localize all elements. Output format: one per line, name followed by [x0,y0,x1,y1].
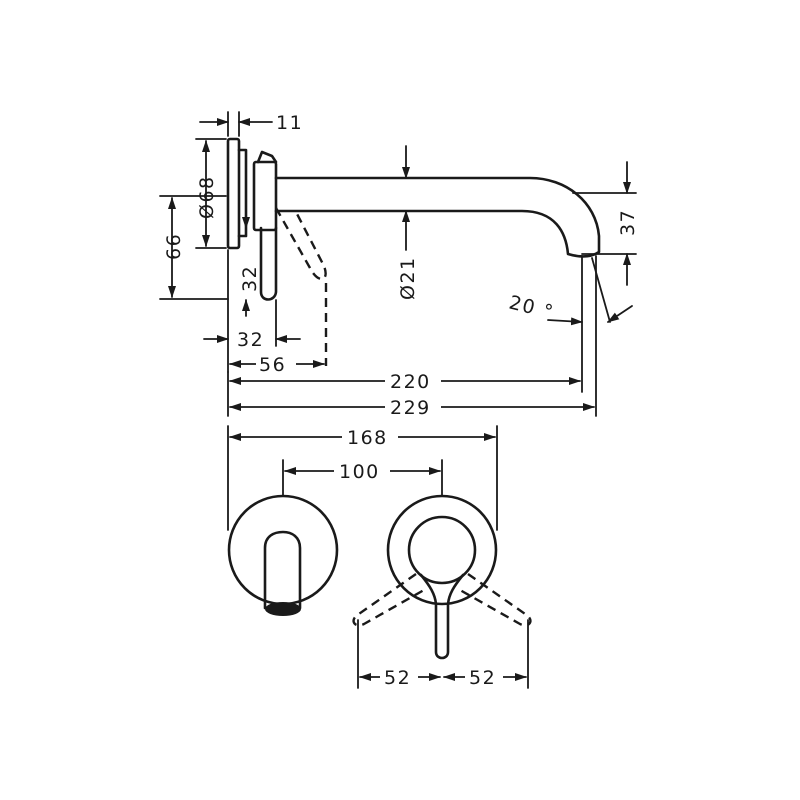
lever-vertical [259,226,278,301]
mixer-rosette [386,494,498,606]
lever-swing-left-dashed [352,573,425,627]
dim-229-label: 229 [390,397,431,419]
spout-front [263,530,302,610]
dim-100-label: 100 [339,461,380,483]
valve-cap [256,150,278,164]
dim-56-label: 56 [259,354,286,376]
dim-52-right-label: 52 [469,667,496,689]
dim-68-label: Ø68 [196,175,218,219]
mixer-lever [419,573,465,660]
angle-20-label: 20 ° [507,292,557,324]
lever-swing-right-dashed [459,573,532,627]
spout [274,176,601,258]
front-view: 168 100 52 52 [227,425,532,689]
spout-rosette [227,494,339,606]
valve-body [252,160,278,232]
side-view: 11 Ø68 66 32 32 56 Ø21 37 [159,111,639,419]
angle-20-arrow-right [607,305,633,323]
dim-66-label: 66 [163,233,185,260]
mixer-handle-base [407,515,477,585]
dim-21-label: Ø21 [397,256,419,300]
dim-220-label: 220 [390,371,431,393]
spout-outlet [265,602,301,616]
dim-37-label: 37 [617,209,639,236]
lever-rotated-dashed [274,207,327,281]
dim-11-label: 11 [276,112,303,134]
plate-lug [237,148,248,238]
wall-rosette-plate [226,137,241,250]
dim-168-label: 168 [347,427,388,449]
outlet-angle-ref [591,257,611,323]
dim-32v-label: 32 [239,265,261,292]
dim-32h-label: 32 [237,329,264,351]
dim-52-left-label: 52 [384,667,411,689]
angle-20-arrow-left [547,317,583,326]
